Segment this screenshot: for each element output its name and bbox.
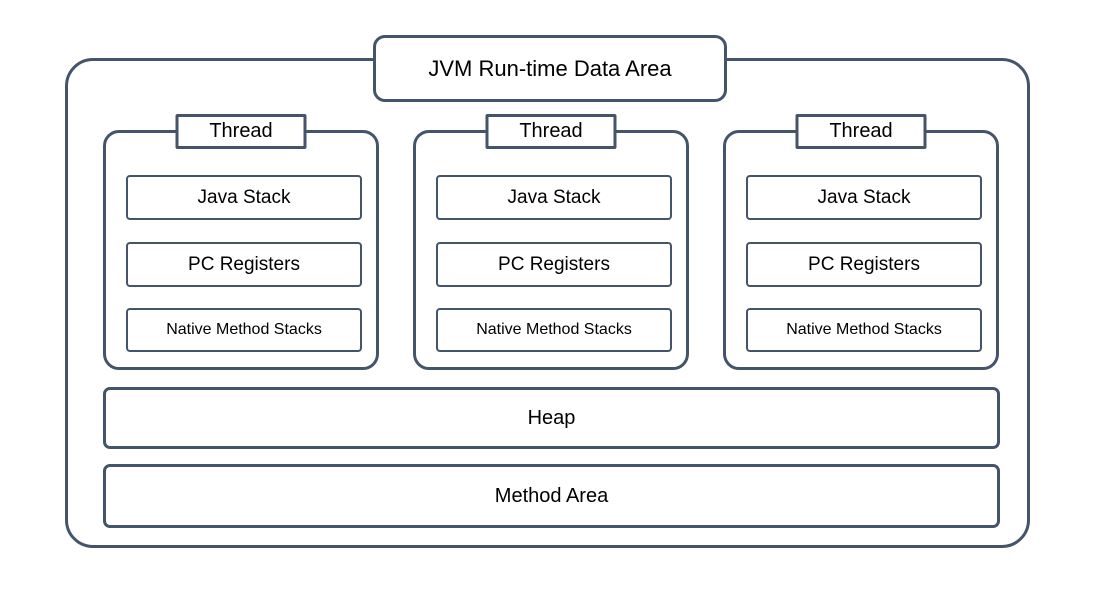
native-method-stacks-label: Native Method Stacks	[786, 321, 942, 338]
thread-container-3: Thread Java Stack PC Registers Native Me…	[723, 114, 999, 370]
java-stack-label: Java Stack	[197, 186, 291, 208]
native-method-stacks-box: Native Method Stacks	[436, 308, 672, 352]
jvm-title-box: JVM Run-time Data Area	[373, 35, 727, 102]
java-stack-label: Java Stack	[817, 186, 911, 208]
thread-label-box: Thread	[795, 114, 927, 149]
java-stack-box: Java Stack	[746, 175, 982, 220]
heap-label: Heap	[527, 406, 576, 429]
pc-registers-label: PC Registers	[808, 253, 920, 275]
thread-label: Thread	[209, 120, 273, 142]
java-stack-box: Java Stack	[436, 175, 672, 220]
thread-container-2: Thread Java Stack PC Registers Native Me…	[413, 114, 689, 370]
java-stack-box: Java Stack	[126, 175, 362, 220]
pc-registers-label: PC Registers	[498, 253, 610, 275]
thread-label: Thread	[519, 120, 583, 142]
thread-label-box: Thread	[175, 114, 307, 149]
pc-registers-box: PC Registers	[746, 242, 982, 287]
thread-container-1: Thread Java Stack PC Registers Native Me…	[103, 114, 379, 370]
jvm-title-label: JVM Run-time Data Area	[428, 55, 672, 81]
native-method-stacks-label: Native Method Stacks	[476, 321, 632, 338]
native-method-stacks-box: Native Method Stacks	[746, 308, 982, 352]
native-method-stacks-label: Native Method Stacks	[166, 321, 322, 338]
pc-registers-box: PC Registers	[126, 242, 362, 287]
heap-box: Heap	[103, 387, 1000, 449]
native-method-stacks-box: Native Method Stacks	[126, 308, 362, 352]
method-area-box: Method Area	[103, 464, 1000, 528]
method-area-label: Method Area	[494, 484, 609, 507]
pc-registers-box: PC Registers	[436, 242, 672, 287]
thread-label-box: Thread	[485, 114, 617, 149]
java-stack-label: Java Stack	[507, 186, 601, 208]
thread-label: Thread	[829, 120, 893, 142]
pc-registers-label: PC Registers	[188, 253, 300, 275]
